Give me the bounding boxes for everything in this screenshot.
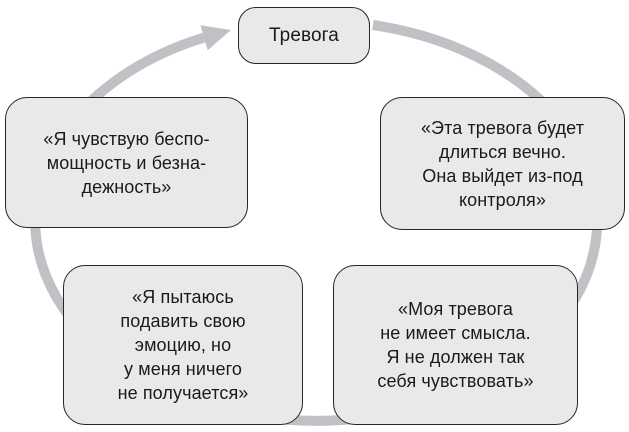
node-thought-senseless-label: «Моя тревога не имеет смысла. Я не долже… xyxy=(377,299,534,391)
node-anxiety-label: Тревога xyxy=(269,24,339,46)
node-thought-suppress-label: «Я пытаюсь подавить свою эмоцию, но у ме… xyxy=(117,287,249,403)
node-thought-senseless: «Моя тревога не имеет смысла. Я не долже… xyxy=(333,265,578,425)
node-thought-helpless: «Я чувствую беспо- мощность и безна- деж… xyxy=(5,97,248,228)
node-anxiety: Тревога xyxy=(238,7,370,64)
node-thought-helpless-label: «Я чувствую беспо- мощность и безна- деж… xyxy=(43,128,210,197)
cycle-arrowhead-icon xyxy=(200,25,231,51)
node-thought-suppress: «Я пытаюсь подавить свою эмоцию, но у ме… xyxy=(63,265,303,425)
node-thought-forever-label: «Эта тревога будет длиться вечно. Она вы… xyxy=(420,117,585,210)
node-thought-forever: «Эта тревога будет длиться вечно. Она вы… xyxy=(380,97,625,230)
